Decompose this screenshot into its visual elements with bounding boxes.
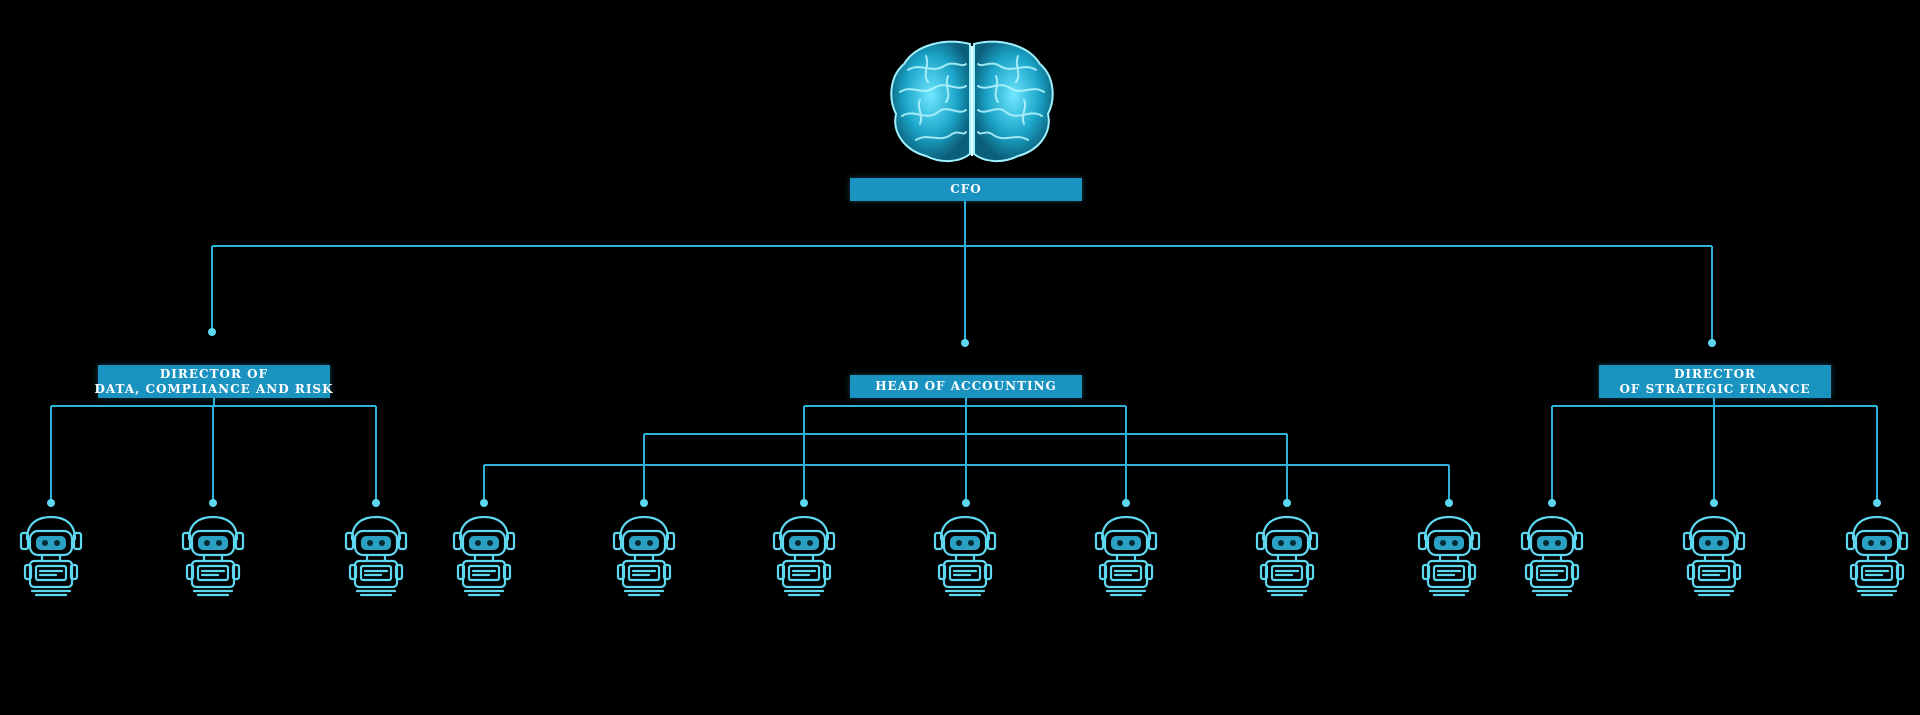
left-agent-dot-1 [209,499,217,507]
robot-icon [771,513,837,597]
robot-icon [18,513,84,597]
robot-icon [1519,513,1585,597]
director-data-line1: DIRECTOR OF [159,366,269,381]
accounting-agent-dot-0 [480,499,488,507]
director-strategic-line1: DIRECTOR [1673,366,1757,381]
connector-dot-left [208,328,216,336]
director-data-line2: DATA, COMPLIANCE AND RISK [94,381,334,396]
right-agent-dot-2 [1873,499,1881,507]
connector-dot-right [1708,339,1716,347]
robot-icon [1844,513,1910,597]
left-agent-dot-2 [372,499,380,507]
robot-icon [932,513,998,597]
cfo-label-text: CFO [950,182,982,196]
director-strategic-finance-label: DIRECTOR OF STRATEGIC FINANCE [1599,365,1831,398]
robot-icon [451,513,517,597]
accounting-agent-dot-4 [1122,499,1130,507]
robot-icon [1416,513,1482,597]
right-agent-dot-0 [1548,499,1556,507]
head-of-accounting-text: HEAD OF ACCOUNTING [875,379,1057,393]
accounting-agent-dot-3 [962,499,970,507]
accounting-agent-dot-2 [800,499,808,507]
connector-dot-center [961,339,969,347]
robot-icon [180,513,246,597]
accounting-agent-dot-5 [1283,499,1291,507]
cfo-label: CFO [850,178,1082,201]
accounting-agent-dot-6 [1445,499,1453,507]
left-agent-dot-0 [47,499,55,507]
robot-icon [343,513,409,597]
robot-icon [1254,513,1320,597]
head-of-accounting-label: HEAD OF ACCOUNTING [850,375,1082,398]
director-strategic-line2: OF STRATEGIC FINANCE [1619,381,1811,396]
robot-icon [1093,513,1159,597]
robot-icon [611,513,677,597]
robot-icon [1681,513,1747,597]
accounting-agent-dot-1 [640,499,648,507]
director-data-compliance-risk-label: DIRECTOR OF DATA, COMPLIANCE AND RISK [94,365,333,398]
right-agent-dot-1 [1710,499,1718,507]
brain-icon [890,40,1054,162]
